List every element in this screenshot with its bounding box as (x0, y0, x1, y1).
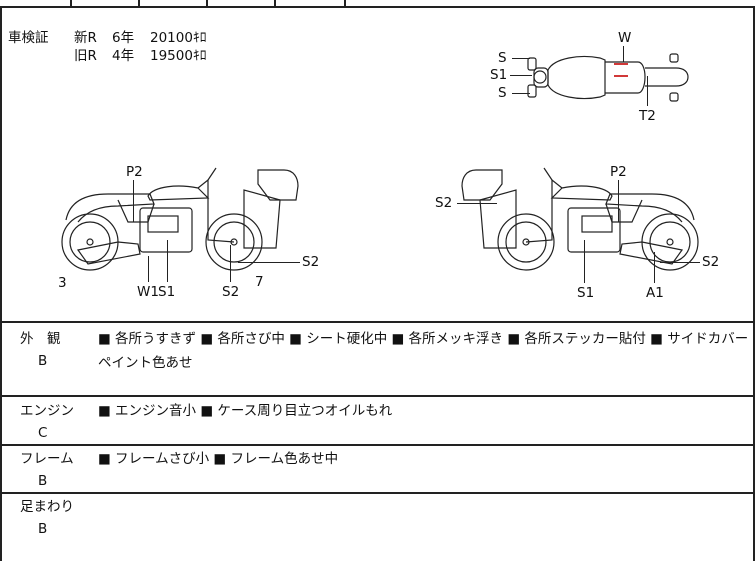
label-w1: W1 (137, 284, 159, 300)
label-t2: T2 (639, 108, 656, 124)
motorcycle-top-view-icon (527, 53, 689, 102)
inspection-era: 旧R (74, 48, 97, 64)
label-s1: S1 (158, 284, 176, 300)
grade-value: B (38, 353, 48, 369)
inspection-km: 19500ｷﾛ (150, 48, 207, 64)
label-s1: S1 (577, 285, 595, 301)
right-border (753, 6, 755, 561)
grade-value: B (38, 521, 48, 537)
top-cell-divider (206, 0, 208, 6)
label-p2: P2 (610, 164, 627, 180)
inspection-label: 車検証 (8, 30, 49, 46)
row-divider (0, 492, 755, 494)
top-cell-divider (70, 0, 72, 6)
row-divider (0, 321, 755, 323)
motorcycle-right-side-icon (461, 167, 699, 271)
label-s2: S2 (222, 284, 240, 300)
category-label: エンジン (20, 403, 74, 419)
label-w: W (618, 30, 632, 46)
grade-value: C (38, 425, 48, 441)
condition-notes: ■ 各所うすきず ■ 各所さび中 ■ シート硬化中 ■ 各所メッキ浮き ■ 各所… (98, 331, 749, 371)
motorcycle-left-side-icon (61, 167, 299, 271)
inspection-km: 20100ｷﾛ (150, 30, 207, 46)
category-label: 足まわり (20, 499, 74, 515)
label-3: 3 (58, 275, 67, 291)
label-s: S (498, 50, 507, 66)
top-cell-divider (274, 0, 276, 6)
top-cell-divider (138, 0, 140, 6)
inspection-years: 4年 (112, 48, 135, 64)
label-s2: S2 (302, 254, 320, 270)
condition-notes: ■ エンジン音小 ■ ケース周り目立つオイルもれ (98, 403, 393, 419)
row-divider (0, 444, 755, 446)
label-a1: A1 (646, 285, 664, 301)
inspection-era: 新R (74, 30, 97, 46)
label-s1: S1 (490, 67, 508, 83)
inspection-years: 6年 (112, 30, 135, 46)
category-label: フレーム (20, 451, 74, 467)
row-divider (0, 395, 755, 397)
label-p2: P2 (126, 164, 143, 180)
category-label: 外 観 (20, 331, 61, 347)
label-7: 7 (255, 274, 264, 290)
label-s2: S2 (435, 195, 453, 211)
left-border (0, 6, 2, 561)
grade-value: B (38, 473, 48, 489)
top-border (0, 6, 755, 8)
label-s2: S2 (702, 254, 720, 270)
condition-notes: ■ フレームさび小 ■ フレーム色あせ中 (98, 451, 339, 467)
top-cell-divider (344, 0, 346, 6)
label-s: S (498, 85, 507, 101)
